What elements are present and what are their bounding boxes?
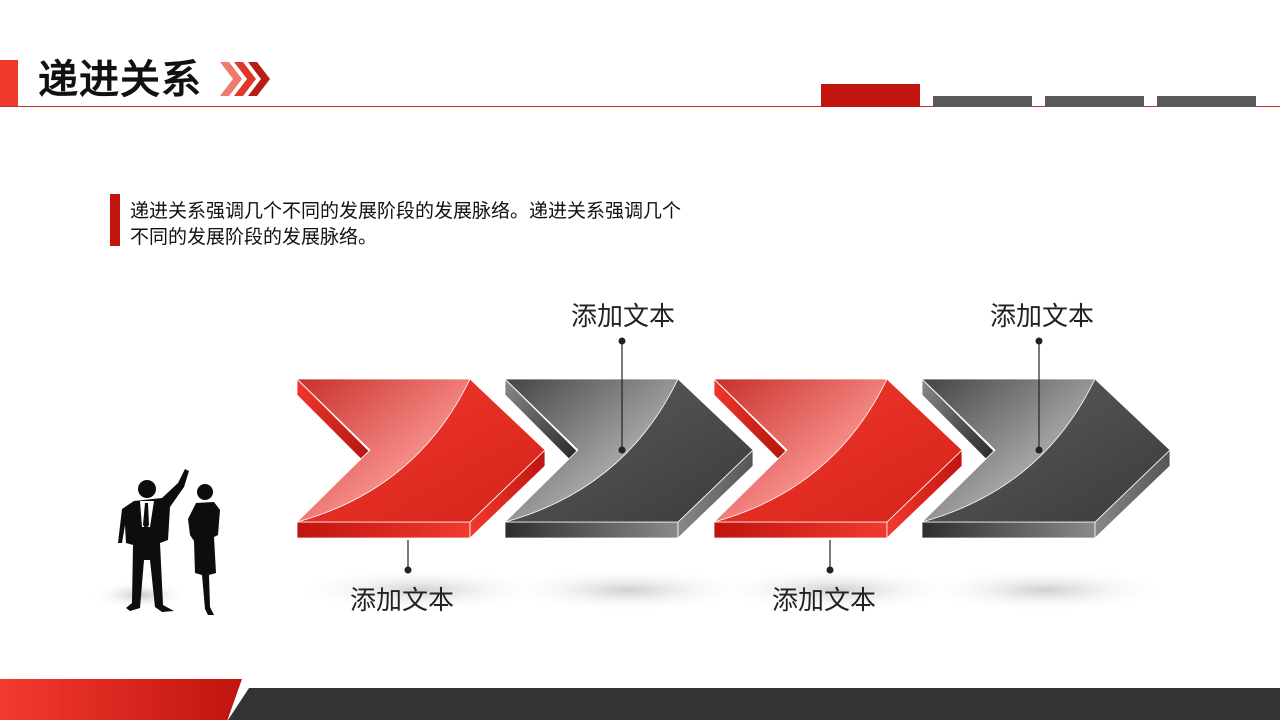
header-tab-2 — [933, 96, 1032, 107]
triple-chevron-icon — [220, 62, 270, 96]
header-divider — [0, 106, 1280, 107]
description-text: 递进关系强调几个不同的发展阶段的发展脉络。递进关系强调几个不同的发展阶段的发展脉… — [130, 200, 682, 248]
chevron-shadow-1 — [295, 568, 545, 612]
step-2-label[interactable]: 添加文本 — [571, 302, 676, 332]
header-tab-1 — [821, 84, 920, 107]
connector-step-4 — [1035, 337, 1043, 454]
chevron-shadow-4 — [920, 568, 1170, 612]
header-tab-3 — [1045, 96, 1144, 107]
page-title: 递进关系 — [38, 57, 202, 103]
chevron-step-1 — [296, 378, 546, 539]
footer-dark-band — [228, 688, 1280, 720]
step-1-label[interactable]: 添加文本 — [350, 586, 455, 616]
step-3-label[interactable]: 添加文本 — [772, 586, 877, 616]
business-people-silhouette-icon — [90, 469, 220, 615]
header-tab-4 — [1157, 96, 1256, 107]
connector-step-1 — [404, 540, 412, 574]
footer-red-band — [0, 679, 242, 720]
chevron-shadow-3 — [712, 568, 962, 612]
chevron-shadow-2 — [503, 568, 753, 612]
connector-step-2 — [618, 337, 626, 454]
description-accent-bar — [110, 194, 120, 246]
title-accent-bar — [0, 60, 18, 106]
connector-step-3 — [826, 540, 834, 574]
step-4-label[interactable]: 添加文本 — [990, 302, 1095, 332]
